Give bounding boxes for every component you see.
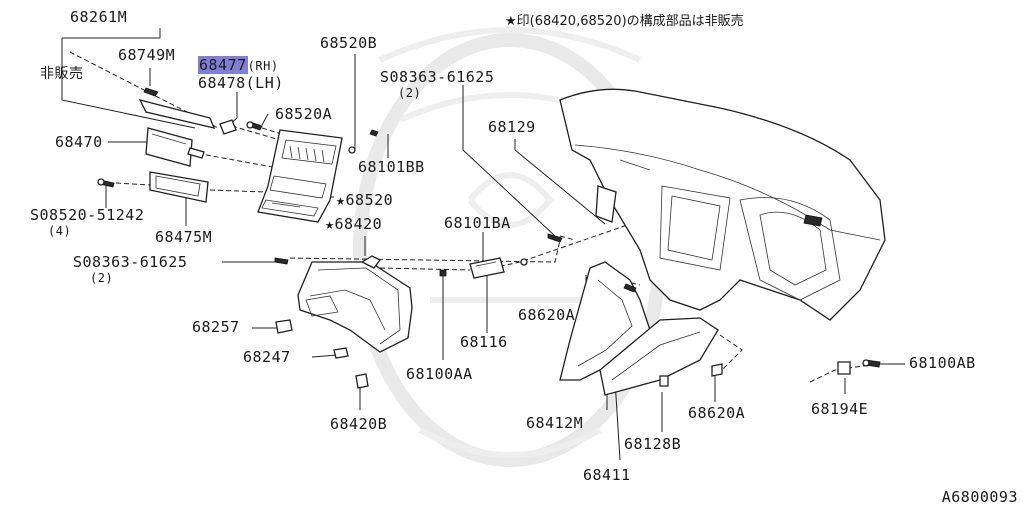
label-not-for-sale: 非販売: [40, 66, 84, 82]
label-68101ba: 68101BA: [444, 214, 511, 232]
label-68101bb: 68101BB: [358, 158, 425, 176]
part-68520: [257, 129, 379, 223]
part-68477: [219, 119, 237, 135]
label-68412m: 68412M: [526, 414, 584, 432]
right-clips: [837, 359, 881, 375]
label-68520a: 68520A: [275, 105, 333, 123]
screw-68520a: [246, 121, 263, 131]
part-68116: [439, 233, 563, 279]
label-screw-08363-top-qty: (2): [398, 86, 422, 100]
label-68257: 68257: [192, 318, 240, 336]
part-68475m: [97, 171, 209, 203]
diagram-code: A6800093: [941, 488, 1018, 506]
part-68420: [274, 255, 413, 353]
label-68261m: 68261M: [70, 8, 128, 26]
part-dashboard-main: [559, 88, 886, 321]
label-68116: 68116: [460, 333, 508, 351]
label-68477-side: (RH): [247, 59, 279, 73]
label-68411: 68411: [583, 466, 631, 484]
label-screw-08520-qty: (4): [48, 224, 72, 238]
label-68477: 68477(RH): [198, 56, 279, 75]
label-68520b: 68520B: [320, 34, 378, 52]
label-68128b: 68128B: [624, 435, 682, 453]
small-clips: [275, 319, 369, 389]
label-68477-number: 68477: [198, 56, 248, 74]
part-68470: [145, 127, 205, 167]
label-68100ab: 68100AB: [909, 354, 976, 372]
label-screw-08363-left-qty: (2): [90, 271, 114, 285]
label-68420: ★68420: [325, 215, 383, 233]
label-68475m: 68475M: [155, 228, 213, 246]
label-68620a-lower: 68620A: [688, 404, 746, 422]
label-68100aa: 68100AA: [406, 365, 473, 383]
header-note: ★印(68420,68520)の構成部品は非販売: [505, 14, 744, 29]
label-68247: 68247: [243, 348, 291, 366]
label-68470: 68470: [55, 133, 103, 151]
label-68478: 68478(LH): [198, 74, 284, 92]
label-68194e: 68194E: [811, 400, 869, 418]
label-68520: ★68520: [336, 191, 394, 209]
label-screw-08363-top: S08363-61625: [380, 68, 495, 86]
label-screw-08363-left: S08363-61625: [73, 253, 188, 271]
label-68420b: 68420B: [330, 415, 388, 433]
label-68620a-upper: 68620A: [518, 306, 576, 324]
part-68749m: [138, 87, 216, 129]
part-68411: [599, 317, 723, 396]
label-screw-08520: S08520-51242: [30, 206, 145, 224]
label-68749m: 68749M: [118, 46, 176, 64]
label-68129: 68129: [488, 118, 536, 136]
